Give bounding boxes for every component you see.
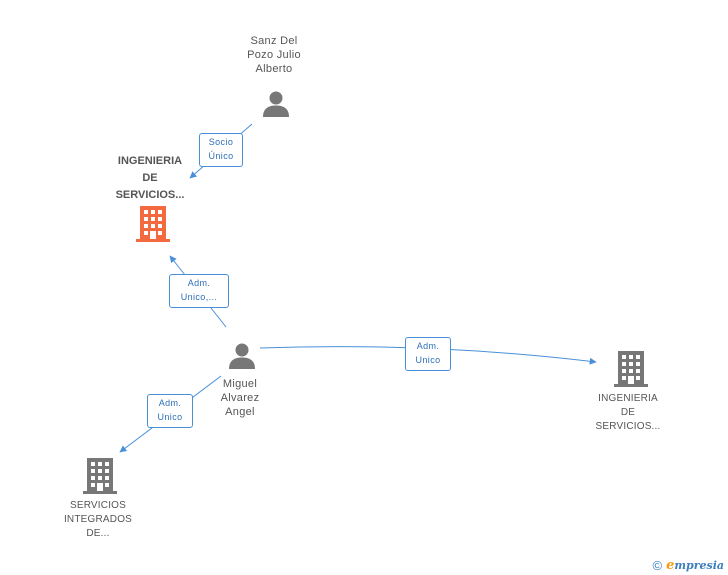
edge-label-socio-unico[interactable]: Socio Único bbox=[199, 133, 243, 167]
building-icon[interactable] bbox=[136, 206, 170, 242]
brand-logo-text: mpresia bbox=[674, 559, 724, 572]
edge-label-adm-unico-right[interactable]: Adm. Unico bbox=[405, 337, 451, 371]
copyright-symbol: © bbox=[652, 558, 663, 573]
node-label-miguel: Miguel Alvarez Angel bbox=[220, 378, 260, 418]
edge-label-adm-unico-main[interactable]: Adm. Unico,... bbox=[169, 274, 229, 308]
brand-logo-e: e bbox=[666, 558, 675, 573]
building-icon[interactable] bbox=[614, 351, 648, 387]
node-label-servicios: SERVICIOS INTEGRADOS DE... bbox=[63, 500, 133, 539]
building-icon[interactable] bbox=[83, 458, 117, 494]
node-label-sanz: Sanz Del Pozo Julio Alberto bbox=[247, 35, 301, 75]
person-icon[interactable] bbox=[261, 89, 291, 119]
edge-label-adm-unico-servicios[interactable]: Adm. Unico bbox=[147, 394, 193, 428]
node-label-main-company: INGENIERIA DE SERVICIOS... bbox=[115, 155, 185, 201]
node-label-right-company: INGENIERIA DE SERVICIOS... bbox=[595, 393, 661, 432]
person-icon[interactable] bbox=[227, 341, 257, 371]
